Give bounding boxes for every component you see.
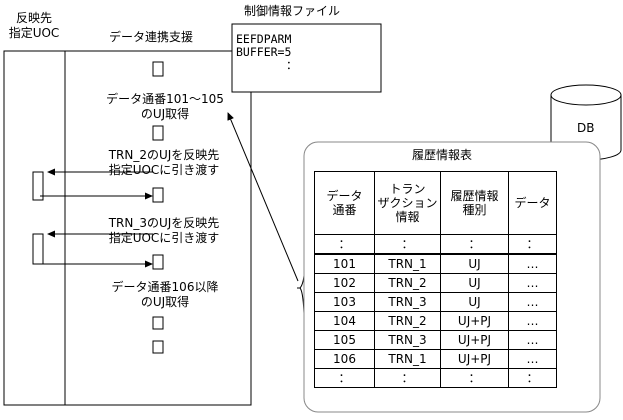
cell-serial: 105	[314, 330, 375, 350]
cell-transaction: TRN_3	[374, 330, 441, 350]
cell-transaction: TRN_1	[374, 349, 441, 369]
table-row: ： ： ： ：	[314, 234, 557, 255]
cell-transaction: TRN_1	[374, 253, 441, 274]
step4-line2: のUJ取得	[140, 295, 190, 309]
table-row: 105 TRN_3 UJ+PJ …	[314, 330, 557, 350]
target-uoc-label: 反映先 指定UOC	[2, 11, 66, 41]
table-row: 104 TRN_2 UJ+PJ …	[314, 311, 557, 331]
cell-data: …	[508, 330, 557, 350]
table-row: 102 TRN_2 UJ …	[314, 273, 557, 293]
step2-line2: 指定UOCに引き渡す	[108, 163, 220, 177]
target-uoc-label-line1: 反映先	[15, 11, 52, 25]
cell-type: UJ	[440, 273, 509, 293]
history-table-header-row: データ 通番 トラン ザクション 情報 履歴情報 種別 データ	[314, 171, 557, 235]
control-file-content: EEFDPARM BUFFER=5 ：	[236, 33, 298, 72]
cell-transaction: ：	[374, 368, 441, 388]
table-row: 103 TRN_3 UJ …	[314, 292, 557, 312]
cell-transaction: TRN_2	[374, 311, 441, 331]
db-label: DB	[577, 121, 595, 135]
step1-line1: データ通番101～105	[106, 92, 224, 106]
control-file-title: 制御情報ファイル	[244, 4, 341, 18]
flow-box-6	[152, 340, 164, 354]
cell-data: ：	[508, 234, 557, 255]
flow-box-3	[152, 187, 164, 203]
cell-data: …	[508, 273, 557, 293]
cell-type: UJ	[440, 292, 509, 312]
control-file-line-3: ：	[286, 58, 298, 72]
cell-transaction: TRN_3	[374, 292, 441, 312]
cell-serial: 104	[314, 311, 375, 331]
table-row: ： ： ： ：	[314, 368, 557, 388]
cell-serial: 103	[314, 292, 375, 312]
step-acquire-101-105: データ通番101～105 のUJ取得	[90, 92, 240, 122]
support-label: データ連携支援	[109, 30, 194, 44]
flow-box-4	[152, 254, 164, 270]
cell-data: ：	[508, 368, 557, 388]
header-serial: データ 通番	[314, 171, 375, 235]
system-box	[3, 50, 252, 406]
cell-transaction: ：	[374, 234, 441, 255]
uoc-box-trn3	[32, 233, 44, 265]
step2-line1: TRN_2のUJを反映先	[108, 148, 220, 162]
cell-serial: 102	[314, 273, 375, 293]
cell-serial: 106	[314, 349, 375, 369]
cell-data: …	[508, 349, 557, 369]
flow-box-5	[152, 316, 164, 330]
cell-serial: ：	[314, 368, 375, 388]
cell-data: …	[508, 253, 557, 274]
step4-line1: データ通番106以降	[111, 280, 219, 294]
cell-data: …	[508, 311, 557, 331]
arrow-history-to-acquire	[227, 112, 299, 282]
cell-type: UJ	[440, 253, 509, 274]
uoc-box-trn2	[32, 171, 44, 201]
step-acquire-106: データ通番106以降 のUJ取得	[90, 280, 240, 310]
cell-type: ：	[440, 368, 509, 388]
table-row: 106 TRN_1 UJ+PJ …	[314, 349, 557, 369]
table-row: 101 TRN_1 UJ …	[314, 253, 557, 274]
control-file-line-1: EEFDPARM	[236, 32, 292, 46]
cell-type: UJ+PJ	[440, 349, 509, 369]
control-file-line-2: BUFFER=5	[236, 45, 292, 59]
step3-line1: TRN_3のUJを反映先	[108, 216, 220, 230]
system-frame	[3, 50, 252, 406]
flow-boxes	[152, 61, 164, 354]
cell-type: ：	[440, 234, 509, 255]
target-uoc-label-line2: 指定UOC	[8, 26, 60, 40]
step-pass-trn2: TRN_2のUJを反映先 指定UOCに引き渡す	[84, 148, 244, 178]
history-table: データ 通番 トラン ザクション 情報 履歴情報 種別 データ ： ： ： ： …	[314, 171, 557, 388]
step-pass-trn3: TRN_3のUJを反映先 指定UOCに引き渡す	[84, 216, 244, 246]
header-transaction: トラン ザクション 情報	[374, 171, 441, 235]
step1-line2: のUJ取得	[140, 107, 190, 121]
cell-data: …	[508, 292, 557, 312]
flow-box-2	[152, 125, 164, 141]
cell-serial: 101	[314, 253, 375, 274]
cell-type: UJ+PJ	[440, 330, 509, 350]
history-table-title: 履歴情報表	[412, 148, 473, 162]
cell-type: UJ+PJ	[440, 311, 509, 331]
step3-line2: 指定UOCに引き渡す	[108, 231, 220, 245]
cell-serial: ：	[314, 234, 375, 255]
transfer-trn2	[32, 168, 153, 201]
flow-box-1	[152, 61, 164, 77]
header-data: データ	[508, 171, 557, 235]
header-history-type: 履歴情報 種別	[440, 171, 509, 235]
cell-transaction: TRN_2	[374, 273, 441, 293]
control-file-box	[231, 23, 382, 93]
transfer-trn3	[32, 230, 153, 268]
